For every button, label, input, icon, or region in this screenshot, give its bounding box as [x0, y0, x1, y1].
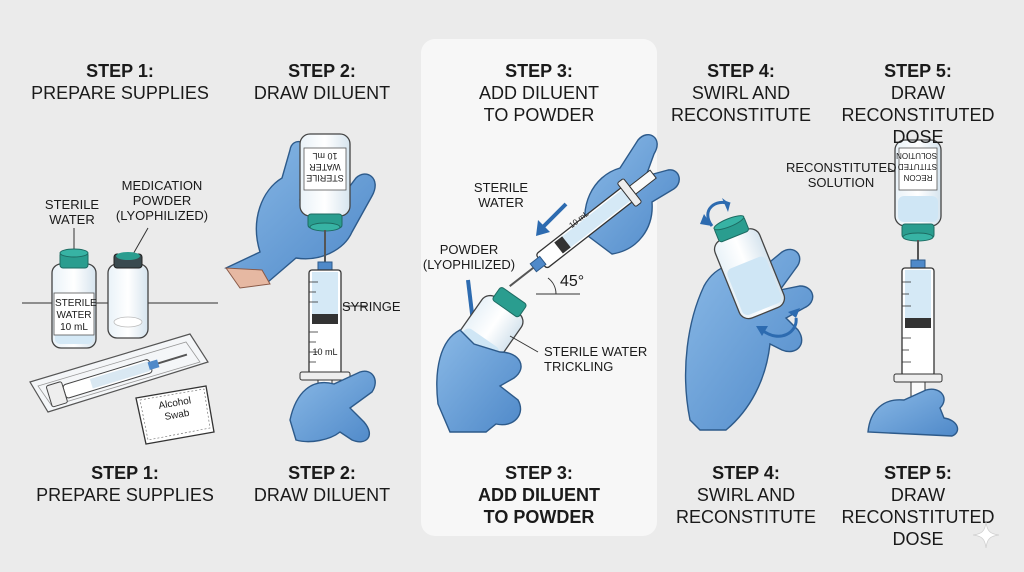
bottom-caption-step2: STEP 2: DRAW DILUENT [222, 462, 422, 506]
step-number: STEP 4: [712, 463, 780, 483]
step-number: STEP 4: [707, 61, 775, 81]
bottom-caption-step4: STEP 4: SWIRL AND RECONSTITUTE [664, 462, 828, 528]
sparkle-icon [972, 521, 1000, 549]
glove-icon [867, 388, 959, 437]
bottom-caption-step5: STEP 5: DRAW RECONSTITUTED DOSE [838, 462, 998, 550]
glove-icon [436, 329, 522, 433]
swirl-vial-icon [713, 215, 786, 320]
syringe-icon [509, 169, 657, 287]
powder-vial-icon [107, 252, 149, 339]
step3-art [436, 134, 680, 433]
step-name: DRAW RECONSTITUTED DOSE [841, 83, 995, 147]
label-trickling: STERILE WATER TRICKLING [544, 344, 648, 374]
inverted-vial-icon [894, 139, 942, 242]
label-step3-sterile-water: STERILE WATER [473, 180, 529, 210]
step5-art [867, 139, 959, 437]
glove-icon [289, 370, 376, 443]
step-number: STEP 3: [505, 61, 573, 81]
step-number: STEP 5: [884, 463, 952, 483]
top-caption-step1: STEP 1: PREPARE SUPPLIES [20, 60, 220, 104]
step-number: STEP 1: [86, 61, 154, 81]
vial-label-text: STERILE WATER 10 mL [55, 298, 97, 333]
step-number: STEP 1: [91, 463, 159, 483]
bottom-caption-step3: STEP 3: ADD DILUENT TO POWDER [421, 462, 657, 528]
label-angle: 45° [560, 273, 585, 290]
inverted-vial-icon [299, 133, 351, 232]
step2-art [224, 133, 376, 443]
bottom-caption-step1: STEP 1: PREPARE SUPPLIES [25, 462, 225, 506]
step-number: STEP 3: [505, 463, 573, 483]
step-number: STEP 5: [884, 61, 952, 81]
step-name: ADD DILUENT TO POWDER [478, 485, 600, 527]
syringe-mark-text: 10 mL [312, 347, 338, 357]
label-powder: POWDER (LYOPHILIZED) [422, 242, 516, 272]
step-name: SWIRL AND RECONSTITUTE [670, 83, 811, 125]
step-number: STEP 2: [288, 61, 356, 81]
step1-art [22, 227, 218, 445]
label-reconstituted-solution: RECONSTITUTED SOLUTION [786, 160, 897, 190]
step-number: STEP 2: [288, 463, 356, 483]
step-name: ADD DILUENT TO POWDER [478, 83, 599, 125]
step-name: SWIRL AND RECONSTITUTE [675, 485, 816, 527]
syringe-package-icon [29, 333, 209, 413]
step-name: PREPARE SUPPLIES [31, 83, 209, 103]
top-caption-step5: STEP 5: DRAW RECONSTITUTED DOSE [824, 60, 1012, 148]
step-name: PREPARE SUPPLIES [36, 485, 214, 505]
recon-vial-label-text: RECON STITUTED SOLUTION [896, 151, 937, 182]
step3-highlight-panel [421, 39, 657, 536]
step-name: DRAW RECONSTITUTED DOSE [841, 485, 995, 549]
top-caption-step4: STEP 4: SWIRL AND RECONSTITUTE [660, 60, 822, 126]
syringe-icon [893, 240, 943, 409]
label-syringe: SYRINGE [342, 299, 401, 314]
step4-art [684, 198, 814, 431]
top-caption-step2: STEP 2: DRAW DILUENT [222, 60, 422, 104]
sterile-water-vial-icon [51, 248, 97, 349]
step-name: DRAW DILUENT [253, 485, 391, 505]
label-medication-powder: MEDICATION POWDER (LYOPHILIZED) [115, 178, 209, 223]
alcohol-swab-icon [135, 385, 215, 445]
top-caption-step3: STEP 3: ADD DILUENT TO POWDER [421, 60, 657, 126]
step-name: DRAW DILUENT [253, 83, 391, 103]
vial2-label-text: STERILE WATER 10 mL [306, 151, 344, 183]
label-sterile-water: STERILE WATER [44, 197, 100, 227]
